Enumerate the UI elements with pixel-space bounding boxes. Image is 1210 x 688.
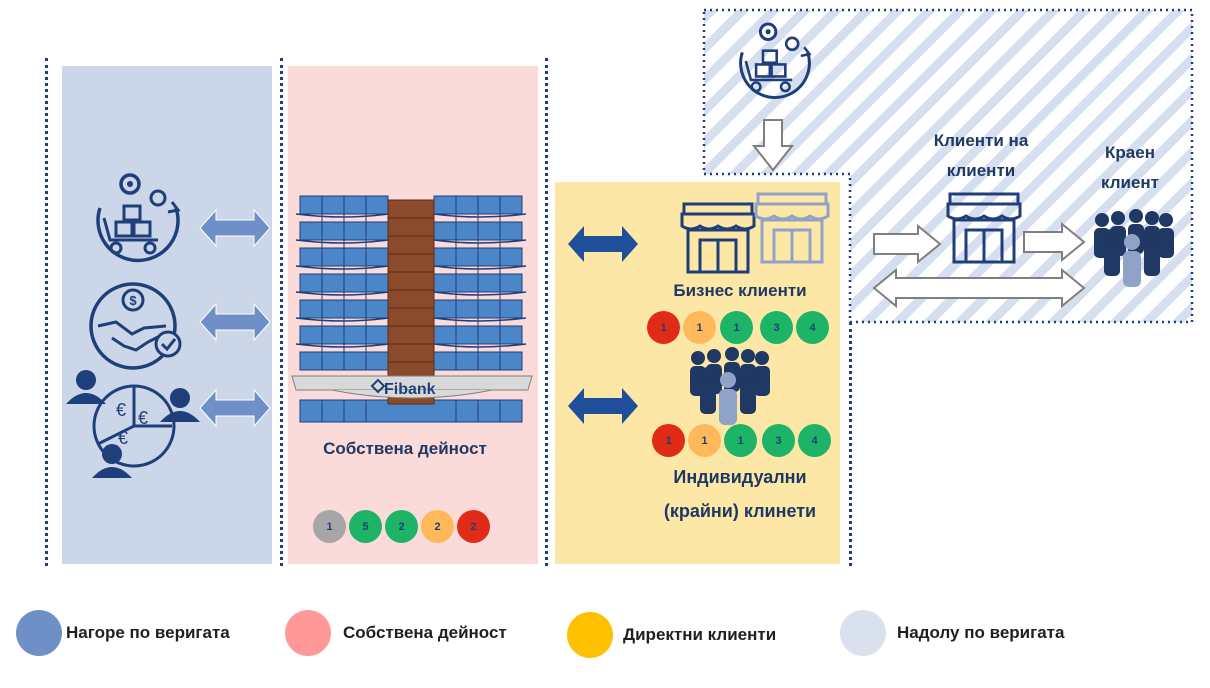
- rating-dot: 1: [688, 424, 721, 457]
- down-arrow-icon: [751, 119, 795, 172]
- legend-swatch-direct: [567, 612, 613, 658]
- rating-dot: 4: [796, 311, 829, 344]
- direct-arrow-1: [568, 226, 638, 262]
- divider-mid-1: [280, 58, 283, 566]
- divider-mid-2: [545, 58, 548, 566]
- downstream-supply-chain-icon: [739, 22, 812, 99]
- upstream-arrow-2: [199, 302, 271, 342]
- legend-swatch-upstream: [16, 610, 62, 656]
- svg-text:€: €: [116, 400, 126, 420]
- store-icon: [680, 202, 756, 274]
- legend-label-own: Собствена дейност: [343, 623, 507, 642]
- divider-left: [45, 58, 48, 566]
- svg-text:€: €: [118, 428, 128, 448]
- end-client-label-line1: Краен: [1105, 143, 1155, 162]
- direct-arrow-2: [568, 388, 638, 424]
- end-client-group-icon: [1094, 209, 1174, 287]
- legend-label-direct: Директни клиенти: [623, 625, 777, 644]
- rating-dot: 5: [349, 510, 382, 543]
- upstream-arrow-1: [199, 208, 271, 248]
- individual-clients-label-line1: Индивидуални: [673, 467, 807, 487]
- bank-name: Fibank: [384, 381, 436, 398]
- legend-swatch-own: [285, 610, 331, 656]
- rating-dot: 3: [760, 311, 793, 344]
- wide-double-arrow-icon: [872, 267, 1086, 309]
- rating-dot: 1: [313, 510, 346, 543]
- right-arrow-2-icon: [1023, 221, 1086, 263]
- clients-of-clients-label-line2: клиенти: [946, 161, 1016, 180]
- rating-dot: 4: [798, 424, 831, 457]
- svg-text:€: €: [138, 408, 148, 428]
- rating-dot: 1: [724, 424, 757, 457]
- clients-of-clients-label-line1: Клиенти на: [933, 131, 1029, 150]
- payment-handshake-icon: $: [89, 282, 182, 370]
- rating-dot: 1: [720, 311, 753, 344]
- rating-dot: 2: [385, 510, 418, 543]
- rating-dot: 1: [652, 424, 685, 457]
- divider-right: [849, 322, 852, 566]
- business-clients-label: Бизнес клиенти: [673, 281, 807, 300]
- supply-chain-icon: [96, 173, 181, 263]
- upstream-arrow-3: [199, 388, 271, 428]
- people-group-icon: [690, 347, 770, 425]
- right-arrow-icon: [873, 223, 942, 265]
- end-client-label-line2: клиент: [1100, 173, 1159, 192]
- client-store-icon: [946, 192, 1022, 264]
- individual-clients-label-line2: (крайни) клинети: [663, 501, 817, 521]
- rating-dot: 2: [421, 510, 454, 543]
- store-faded-icon: [754, 192, 830, 264]
- euro-pie-people-icon: € € €: [66, 370, 200, 478]
- rating-dot: 1: [647, 311, 680, 344]
- fibank-building-icon: [291, 195, 533, 423]
- own-activity-label: Собствена дейност: [323, 439, 487, 458]
- legend-swatch-downstream: [840, 610, 886, 656]
- legend-label-upstream: Нагоре по веригата: [66, 623, 230, 642]
- rating-dot: 1: [683, 311, 716, 344]
- svg-text:$: $: [129, 293, 137, 308]
- legend-label-downstream: Надолу по веригата: [897, 623, 1065, 642]
- rating-dot: 3: [762, 424, 795, 457]
- rating-dot: 2: [457, 510, 490, 543]
